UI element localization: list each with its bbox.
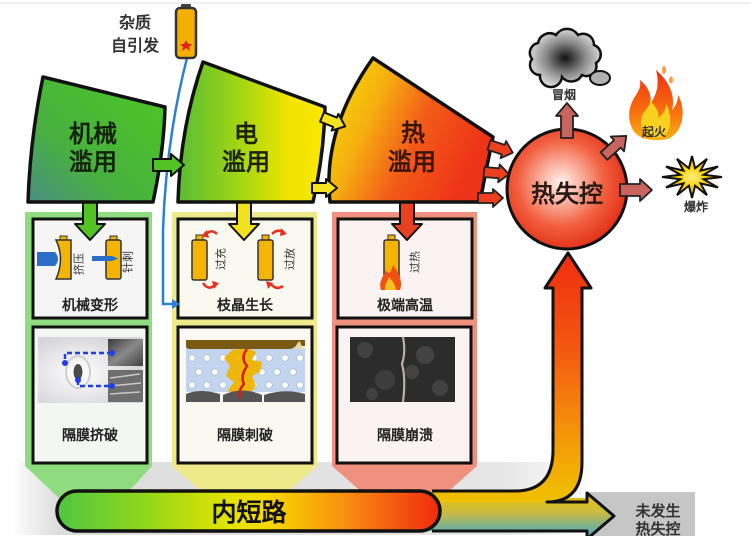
overheat-battery-icon: [380, 234, 402, 290]
outcome-label-fire: 起火: [641, 124, 667, 139]
smoke-arrow: [555, 102, 579, 139]
overcharge-icon: [191, 230, 219, 289]
mechanical-abuse-line1: 机械: [69, 120, 117, 148]
impurity-battery-icon: [174, 4, 198, 60]
mechanism-label-dendrite: 枝晶生长: [216, 297, 274, 314]
mechanism-label-deformation: 机械变形: [62, 297, 118, 314]
separator-crush-photo: [38, 337, 143, 403]
bottom-margin: [0, 536, 751, 549]
thermal-abuse-line2: 滥用: [388, 148, 436, 176]
thermal-to-runaway-arrow-2: [482, 163, 510, 184]
runaway-up-arrow: [430, 253, 591, 502]
explosion-icon: [661, 155, 723, 199]
impurity-path-arrow: [160, 57, 190, 309]
crush-icon: [37, 235, 72, 280]
nail-penetration-icon: [92, 235, 122, 280]
electrical-abuse-line2: 滥用: [222, 148, 270, 176]
fire-icon: [629, 66, 683, 140]
trigger-line2: 自引发: [111, 36, 160, 55]
outcome-label-explosion: 爆炸: [684, 199, 708, 214]
thermal-abuse-line1: 热: [401, 119, 425, 147]
electrical-to-thermal-arrow-lower: [311, 178, 338, 198]
thermal-runaway-label: 热失控: [531, 180, 603, 208]
electrical-down-arrow: [228, 201, 260, 241]
action-label-overheat: 过热: [409, 251, 422, 273]
internal-short-circuit-label: 内短路: [211, 498, 287, 527]
no-runaway-arrow: [430, 493, 614, 539]
separator-label-crush: 隔膜挤破: [62, 427, 118, 444]
outcome-label-smoke: 冒烟: [552, 88, 576, 102]
electrical-abuse-line1: 电: [234, 120, 258, 148]
trigger-line1: 杂质: [119, 13, 151, 32]
mechanical-to-electrical-arrow: [152, 153, 185, 177]
thermal-down-arrow: [391, 201, 423, 241]
mechanical-abuse-shape: [26, 75, 167, 204]
smoke-cloud-icon: [528, 27, 611, 89]
action-label-overdischarge: 过放: [283, 248, 297, 270]
electrical-to-thermal-arrow-upper: [319, 111, 347, 132]
action-label-overcharge: 过充: [214, 248, 228, 270]
internal-short-circuit-bar: [55, 489, 442, 533]
mechanism-label-high-temp: 极端高温: [377, 297, 433, 314]
separator-label-collapse: 隔膜崩溃: [377, 427, 433, 444]
thermal-abuse-shape: [327, 56, 495, 204]
arrow-outline: [432, 251, 616, 541]
fire-arrow: [599, 135, 628, 161]
mechanical-abuse-line2: 滥用: [69, 148, 117, 176]
overdischarge-icon: [257, 228, 287, 290]
electrical-abuse-shape: [176, 60, 327, 204]
no-runaway-line1: 未发生: [634, 502, 680, 520]
separator-label-pierce: 隔膜刺破: [217, 427, 273, 444]
action-label-nail: 针刺: [121, 251, 135, 273]
separator-collapse-photo: [350, 336, 455, 403]
thermal-to-runaway-arrow-1: [486, 139, 514, 160]
thermal-to-runaway-arrow-3: [477, 188, 504, 208]
action-label-crush: 挤压: [72, 253, 86, 275]
explosion-arrow: [619, 178, 653, 202]
mechanical-down-arrow: [74, 201, 106, 241]
no-runaway-line2: 热失控: [635, 520, 680, 538]
separator-pierce-diagram: [186, 340, 305, 402]
